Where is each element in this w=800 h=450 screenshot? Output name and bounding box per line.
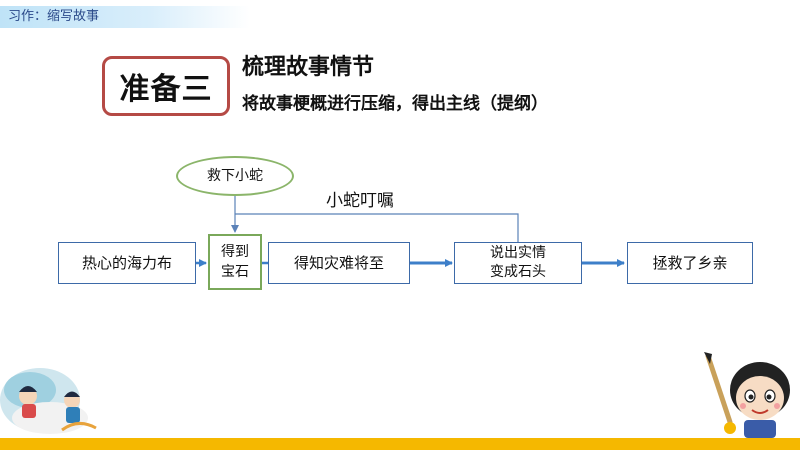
node-gem-line2: 宝石 bbox=[221, 264, 249, 280]
node-disaster: 得知灾难将至 bbox=[268, 242, 410, 284]
node-disaster-label: 得知灾难将至 bbox=[293, 254, 384, 272]
node-hailibu-label: 热心的海力布 bbox=[81, 254, 172, 272]
node-hailibu: 热心的海力布 bbox=[58, 242, 196, 284]
illustration-boy-brush-icon bbox=[704, 352, 790, 438]
header-banner bbox=[0, 6, 250, 28]
node-saved-label: 拯救了乡亲 bbox=[652, 254, 728, 272]
node-truth-line1: 说出实情 bbox=[490, 245, 546, 261]
node-gem: 得到 宝石 bbox=[208, 234, 262, 290]
node-truth-line2: 变成石头 bbox=[490, 264, 546, 280]
edge-label-snake-instruction: 小蛇叮嘱 bbox=[326, 191, 394, 211]
footer-bar bbox=[0, 438, 800, 450]
illustration-girl-cloud-icon bbox=[0, 368, 97, 434]
connector-snake-instruction bbox=[235, 213, 519, 242]
node-truth: 说出实情 变成石头 bbox=[454, 242, 582, 284]
node-saved: 拯救了乡亲 bbox=[627, 242, 753, 284]
node-rescue-snake-label: 救下小蛇 bbox=[207, 168, 263, 184]
node-gem-line1: 得到 bbox=[221, 244, 249, 260]
header-label: 习作：缩写故事 bbox=[8, 9, 100, 24]
node-rescue-snake: 救下小蛇 bbox=[176, 156, 294, 196]
title-badge: 准备三 bbox=[102, 56, 230, 116]
page-subtitle: 将故事梗概进行压缩，得出主线（提纲） bbox=[242, 94, 548, 114]
page-title: 梳理故事情节 bbox=[242, 55, 375, 80]
